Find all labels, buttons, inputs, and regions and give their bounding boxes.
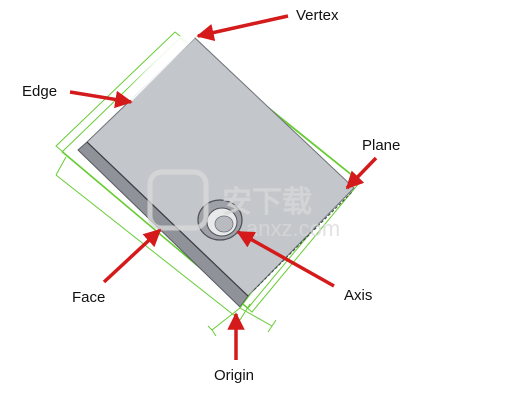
label-face: Face <box>72 289 105 306</box>
label-edge: Edge <box>22 83 57 100</box>
highlighted-edge-strip <box>118 36 195 103</box>
edge-arrow <box>69 90 133 109</box>
watermark-brand: 安下载 <box>222 186 312 219</box>
origin-triad <box>207 291 277 337</box>
watermark-domain: anxz.com <box>246 216 340 241</box>
label-origin: Origin <box>214 367 254 384</box>
hole-feature <box>197 199 243 241</box>
vertex-arrow <box>196 14 289 42</box>
axis-arrow <box>236 230 335 288</box>
watermark: 安下载 anxz.com <box>147 169 340 241</box>
plate-top-edge <box>86 141 249 297</box>
plane-arrow <box>345 156 378 190</box>
watermark-shield-icon <box>147 169 209 231</box>
plane-edge-dashed <box>253 191 353 291</box>
reference-plane-outline <box>55 31 361 321</box>
plate-top-face <box>86 37 355 297</box>
face-arrow <box>102 228 162 284</box>
label-plane: Plane <box>362 137 400 154</box>
label-vertex: Vertex <box>296 7 339 24</box>
callout-arrows <box>69 14 378 360</box>
label-axis: Axis <box>344 287 372 304</box>
